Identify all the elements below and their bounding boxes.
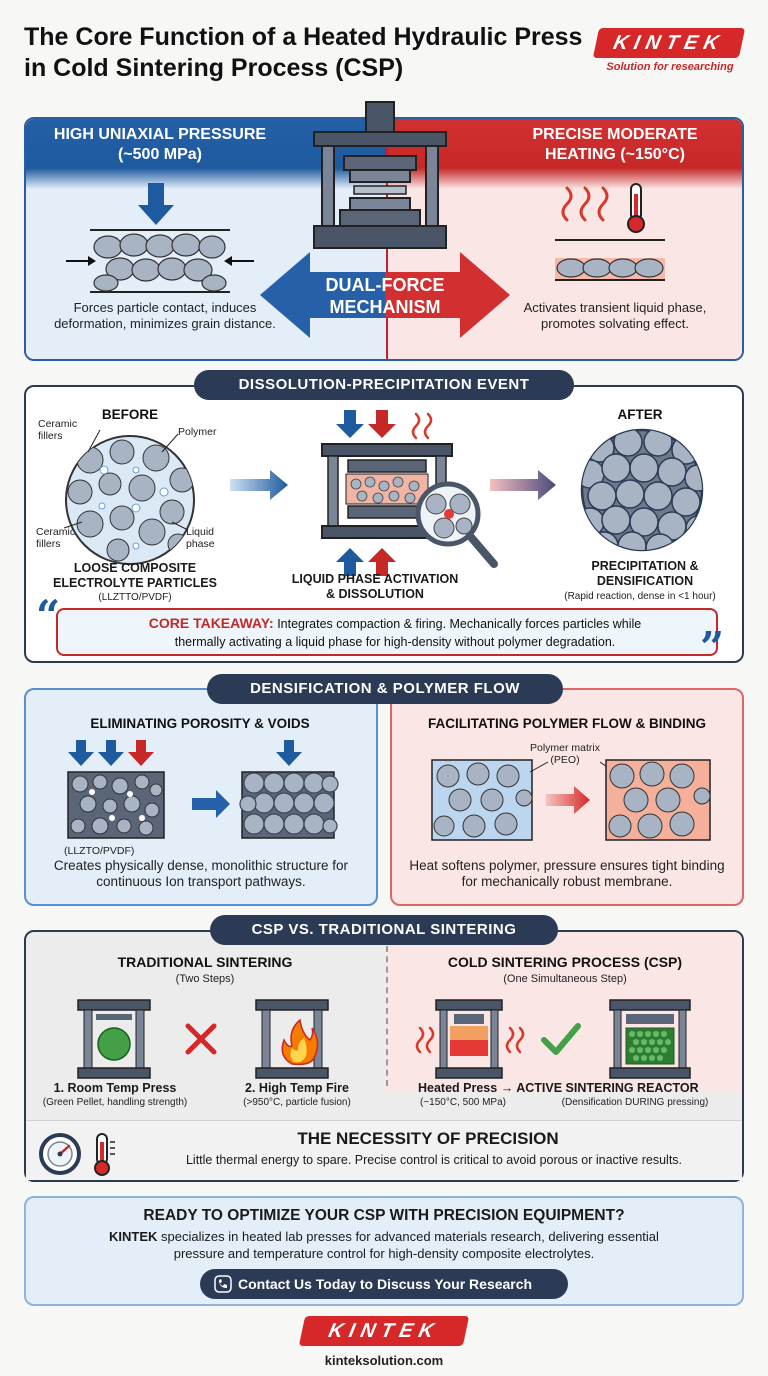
quote-open-icon: “ xyxy=(36,591,61,640)
cta-title: READY TO OPTIMIZE YOUR CSP WITH PRECISIO… xyxy=(143,1207,625,1224)
hydraulic-press-icon xyxy=(313,101,447,249)
reactor-sublabel: (Densification DURING pressing) xyxy=(561,1097,709,1108)
core-takeaway-line1: Integrates compaction & firing. Mechanic… xyxy=(277,617,642,631)
footer-logo: KINTEK xyxy=(298,1316,470,1346)
csp-subtitle: (One Simultaneous Step) xyxy=(503,973,627,985)
csp-step-illustration xyxy=(415,999,691,1079)
porosity-subcaption: (LLZTO/PVDF) xyxy=(64,845,135,857)
cta-text-line1: specializes in heated lab presses for ad… xyxy=(157,1229,659,1244)
core-takeaway-box xyxy=(56,608,718,656)
heated-press-sublabel: (~150°C, 500 MPa) xyxy=(420,1097,506,1108)
polymer-flow-description: Heat softens polymer, pressure ensures t… xyxy=(409,858,725,889)
precision-strip xyxy=(26,1120,742,1180)
after-dense-particles-illustration xyxy=(580,428,704,552)
porosity-illustration xyxy=(67,740,339,839)
label-ceramic-bottom: Ceramic fillers xyxy=(36,526,76,550)
contact-button[interactable]: Contact Us Today to Discuss Your Researc… xyxy=(200,1269,568,1299)
step2-label: 2. High Temp Fire xyxy=(245,1081,349,1095)
dissolution-pill: DISSOLUTION-PRECIPITATION EVENT xyxy=(194,370,574,400)
polymer-matrix-label: Polymer matrix (PEO) xyxy=(529,742,600,766)
before-heading: BEFORE xyxy=(101,407,159,422)
footer-url[interactable]: kinteksolution.com xyxy=(324,1353,444,1368)
precision-icons xyxy=(39,1133,115,1176)
heated-press-label: Heated Press xyxy=(418,1081,498,1095)
dual-force-label: DUAL-FORCE MECHANISM xyxy=(325,275,445,317)
heating-illustration xyxy=(555,183,665,281)
polymer-flow-title: FACILITATING POLYMER FLOW & BINDING xyxy=(428,716,706,731)
traditional-steps-illustration xyxy=(77,999,329,1079)
porosity-title: ELIMINATING POROSITY & VOIDS xyxy=(90,716,310,731)
brand-logo: KINTEK xyxy=(592,28,746,58)
dual-force-arrow xyxy=(260,252,510,338)
comparison-pill: CSP VS. TRADITIONAL SINTERING xyxy=(210,915,558,945)
label-ceramic-top: Ceramic fillers xyxy=(38,418,78,442)
cta-brand: KINTEK xyxy=(109,1229,158,1244)
polymer-flow-illustration xyxy=(431,759,711,841)
label-liquid: Liquid phase xyxy=(186,526,215,550)
traditional-subtitle: (Two Steps) xyxy=(175,973,235,985)
densification-pill: DENSIFICATION & POLYMER FLOW xyxy=(207,674,563,704)
after-caption: PRECIPITATION & DENSIFICATION xyxy=(591,559,699,588)
brand-tagline: Solution for researching xyxy=(606,61,734,73)
before-particles-illustration xyxy=(63,429,195,565)
contact-button-label: Contact Us Today to Discuss Your Researc… xyxy=(238,1276,533,1292)
pressure-title: HIGH UNIAXIAL PRESSURE (~500 MPa) xyxy=(53,126,267,163)
step1-label: 1. Room Temp Press xyxy=(53,1081,177,1095)
step1-sublabel: (Green Pellet, handling strength) xyxy=(42,1097,188,1108)
core-takeaway-label: CORE TAKEAWAY: xyxy=(148,615,274,631)
arrow-right-icon xyxy=(230,470,288,500)
traditional-title: TRADITIONAL SINTERING xyxy=(117,954,293,970)
page-title: The Core Function of a Heated Hydraulic … xyxy=(24,23,583,82)
cta-text-line2: pressure and temperature control for hig… xyxy=(173,1246,595,1261)
heating-title: PRECISE MODERATE HEATING (~150°C) xyxy=(532,126,698,163)
csp-step-labels: Heated Press → ACTIVE SINTERING REACTOR xyxy=(418,1081,738,1095)
core-takeaway-text: CORE TAKEAWAY: Integrates compaction & f… xyxy=(80,614,710,651)
core-takeaway-line2: thermally activating a liquid phase for … xyxy=(174,635,616,649)
label-polymer: Polymer xyxy=(178,426,217,438)
after-subcaption: (Rapid reaction, dense in <1 hour) xyxy=(564,591,716,602)
after-heading: AFTER xyxy=(617,407,663,422)
particle-compression-illustration xyxy=(66,183,254,293)
quote-close-icon: ” xyxy=(700,623,725,672)
phone-icon xyxy=(214,1275,232,1293)
porosity-description: Creates physically dense, monolithic str… xyxy=(53,858,349,889)
arrow-right-icon-2 xyxy=(490,470,556,500)
csp-title: COLD SINTERING PROCESS (CSP) xyxy=(447,954,683,970)
cta-text: KINTEK specializes in heated lab presses… xyxy=(40,1228,728,1262)
pressure-description: Forces particle contact, induces deforma… xyxy=(54,300,276,331)
heating-description: Activates transient liquid phase, promot… xyxy=(523,300,707,331)
arrow-icon: → xyxy=(500,1081,514,1095)
step2-sublabel: (>950°C, particle fusion) xyxy=(243,1097,351,1108)
before-subcaption: (LLZTTO/PVDF) xyxy=(98,592,172,603)
precision-title: THE NECESSITY OF PRECISION xyxy=(297,1129,559,1148)
reactor-label: ACTIVE SINTERING REACTOR xyxy=(516,1081,699,1095)
before-caption: LOOSE COMPOSITE ELECTROLYTE PARTICLES xyxy=(53,561,217,590)
middle-caption: LIQUID PHASE ACTIVATION & DISSOLUTION xyxy=(291,572,459,601)
precision-text: Little thermal energy to spare. Precise … xyxy=(185,1153,683,1167)
heated-press-activation-illustration xyxy=(321,410,498,576)
